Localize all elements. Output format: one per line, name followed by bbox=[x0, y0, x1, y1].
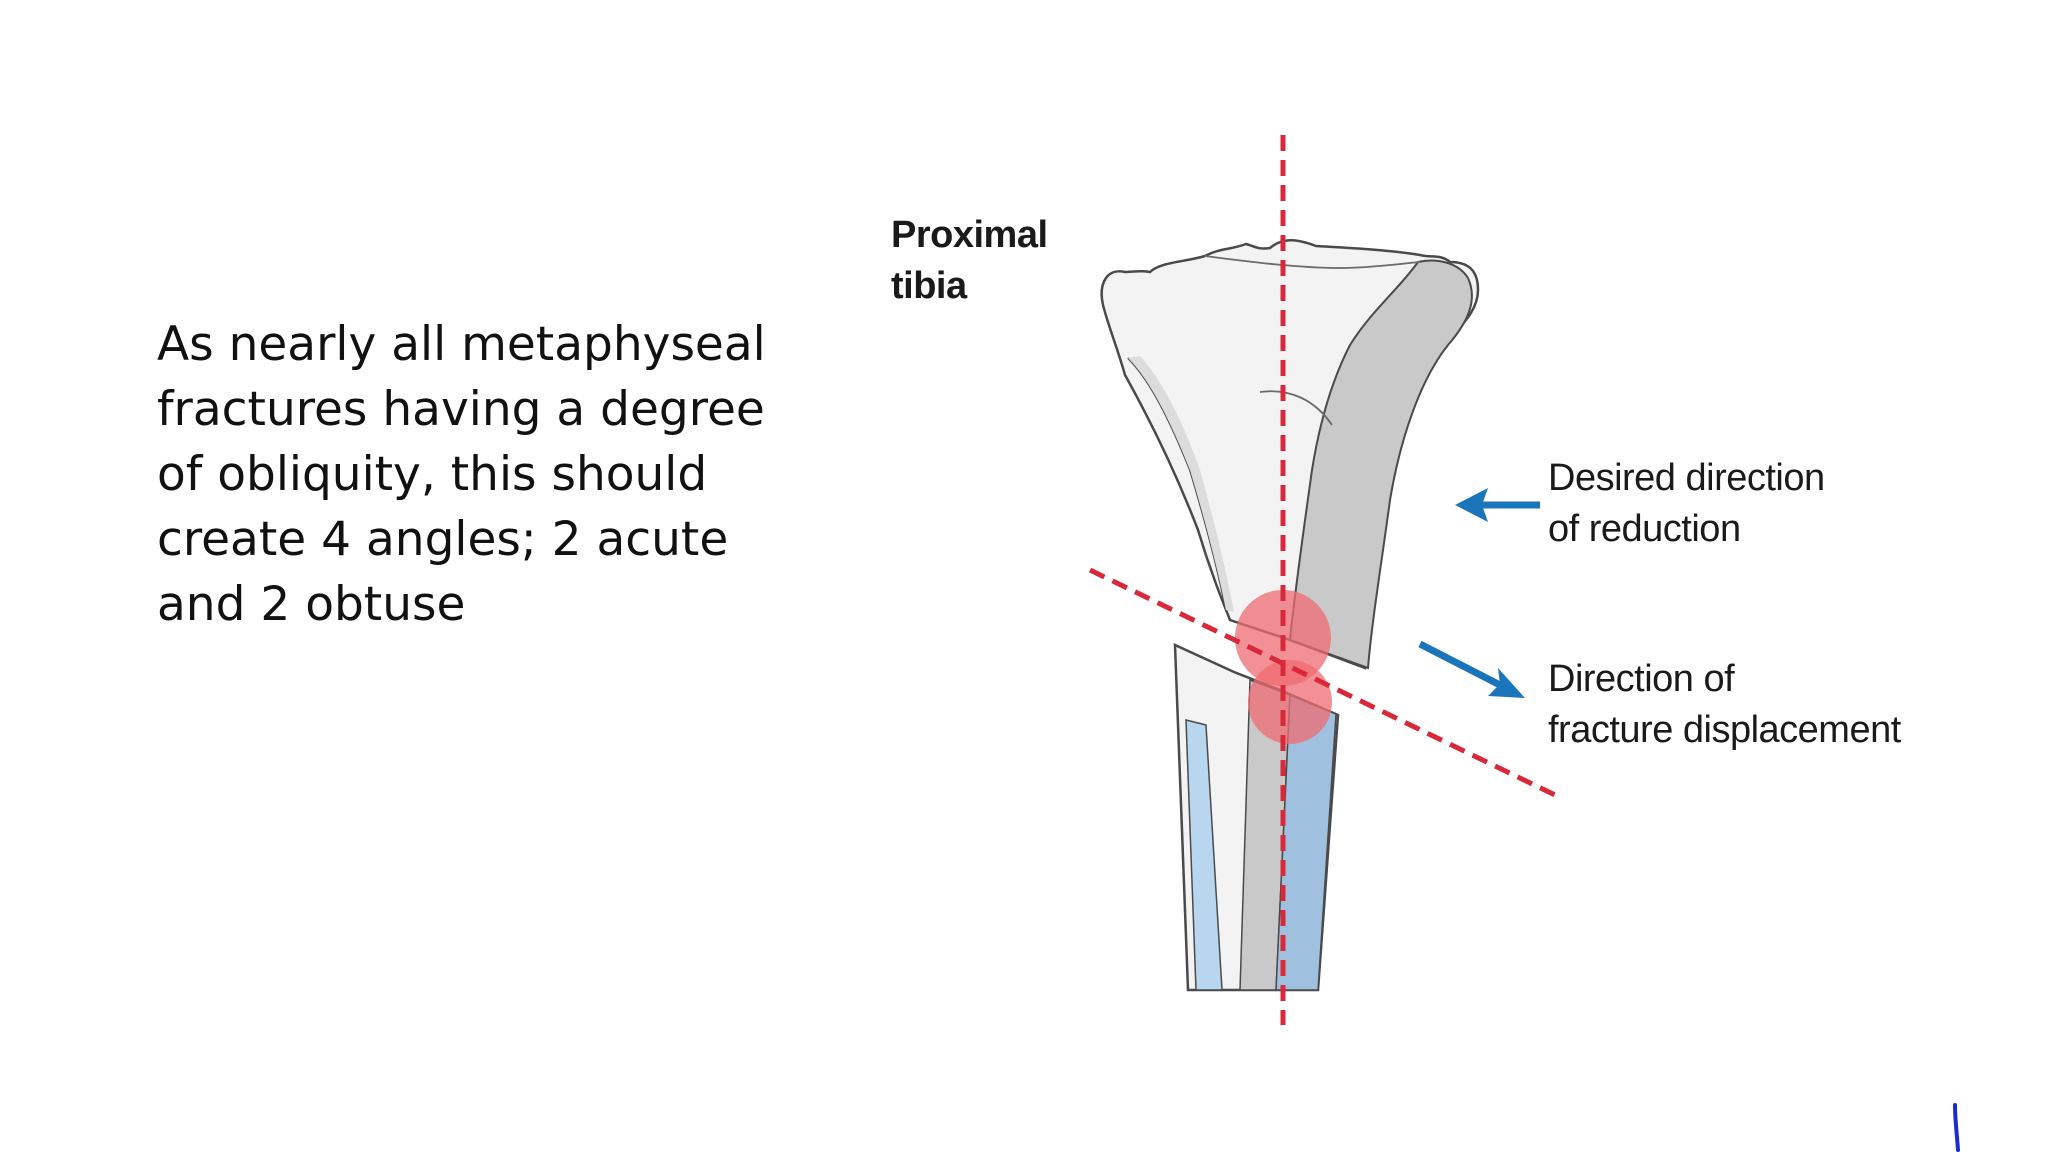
proximal-tibia-label: Proximal tibia bbox=[891, 210, 1048, 312]
proximal-tibia-label-line-2: tibia bbox=[891, 265, 967, 307]
physeal-scar-line bbox=[1259, 390, 1333, 426]
fracture-plane-dashed-line bbox=[1088, 567, 1557, 798]
ink-stroke-mark bbox=[1953, 1103, 1960, 1152]
distal-medial-cortex bbox=[1185, 719, 1223, 991]
slide-body-text: As nearly all metaphyseal fractures havi… bbox=[157, 317, 766, 632]
desired-direction-label-line-2: of reduction bbox=[1548, 508, 1741, 550]
displacement-arrow-icon bbox=[1418, 640, 1525, 698]
proximal-medial-cortex-shade bbox=[1128, 356, 1234, 612]
proximal-lateral-cortex bbox=[1288, 259, 1473, 670]
acute-angle-highlight-lower bbox=[1248, 660, 1332, 744]
desired-direction-label-line-1: Desired direction bbox=[1548, 457, 1825, 499]
fracture-direction-label-line-1: Direction of bbox=[1548, 658, 1735, 700]
fracture-direction-label-line-2: fracture displacement bbox=[1548, 709, 1901, 751]
fracture-direction-label: Direction of fracture displacement bbox=[1548, 654, 1901, 756]
desired-direction-label: Desired direction of reduction bbox=[1548, 453, 1825, 555]
articular-surface-line bbox=[1204, 255, 1421, 269]
proximal-tibia-label-line-1: Proximal bbox=[891, 214, 1048, 256]
reduction-arrow-icon bbox=[1455, 488, 1540, 522]
